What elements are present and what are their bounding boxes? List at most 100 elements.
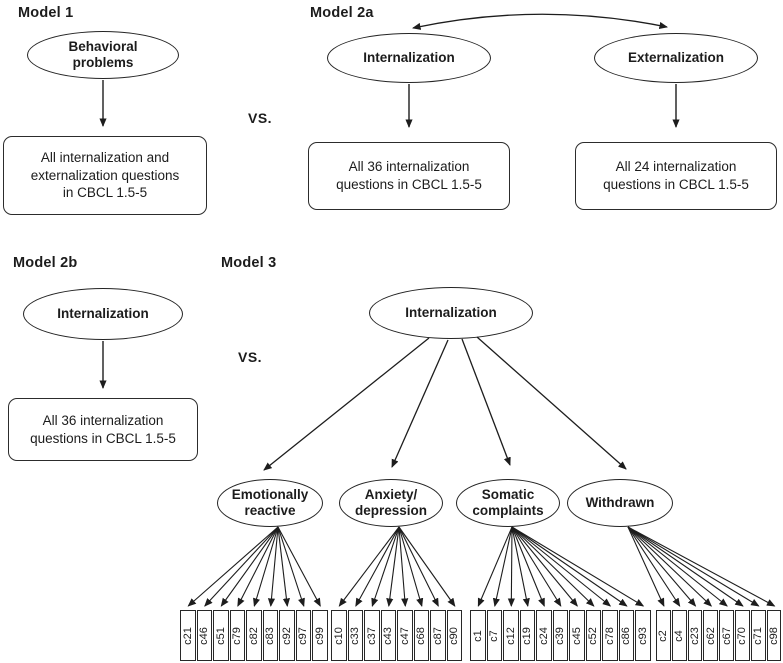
item-label: c1 xyxy=(471,629,484,642)
item-label: c90 xyxy=(448,626,461,645)
item-label: c12 xyxy=(504,626,517,645)
model3-factor-label: Internalization xyxy=(405,304,497,320)
loading-arrow xyxy=(277,526,321,607)
item-label: c87 xyxy=(431,626,444,645)
loading-arrow xyxy=(627,526,713,607)
item-label: c21 xyxy=(181,626,194,645)
item-label: c39 xyxy=(554,626,567,645)
loading-arrow xyxy=(511,526,545,607)
item-label: c23 xyxy=(688,626,701,645)
item-box: c67 xyxy=(719,610,734,661)
item-label: c47 xyxy=(398,626,411,645)
subfactor-label: Somatic complaints xyxy=(472,486,544,518)
item-box: c47 xyxy=(397,610,413,661)
item-box: c33 xyxy=(347,610,363,661)
model1-items-text: All internalization and externalization … xyxy=(30,149,180,201)
item-box: c71 xyxy=(750,610,766,661)
loading-arrow xyxy=(507,526,515,607)
model3-subfactor-emotionally-reactive-ellipse: Emotionally reactive xyxy=(217,479,323,527)
model3-arrow-withdrawn xyxy=(476,336,627,470)
item-box: c4 xyxy=(671,610,687,661)
item-label: c92 xyxy=(280,626,293,645)
item-label: c82 xyxy=(247,626,260,645)
item-box: c7 xyxy=(486,610,502,661)
item-box: c46 xyxy=(196,610,212,661)
item-box: c10 xyxy=(331,610,347,661)
loading-arrow xyxy=(204,526,279,607)
item-label: c24 xyxy=(537,626,550,645)
loading-arrow xyxy=(627,526,697,607)
loading-arrow xyxy=(253,526,279,607)
model2a-left-items-text: All 36 internalization questions in CBCL… xyxy=(336,159,482,192)
loading-arrow xyxy=(511,526,578,607)
loading-arrow xyxy=(187,526,279,607)
item-box: c98 xyxy=(766,610,782,661)
model3-arrow-anxiety-depression xyxy=(391,339,449,468)
model3-factor-ellipse: Internalization xyxy=(369,287,533,339)
loading-arrow xyxy=(386,526,400,607)
item-label: c62 xyxy=(704,626,717,645)
loading-arrow xyxy=(627,526,760,607)
loading-arrow xyxy=(627,526,776,607)
model3-subfactor-withdrawn-ellipse: Withdrawn xyxy=(567,479,673,527)
loading-arrow xyxy=(267,526,279,607)
loading-arrow xyxy=(398,526,409,607)
item-label: c33 xyxy=(349,626,362,645)
item-box: c37 xyxy=(364,610,380,661)
loading-arrow xyxy=(511,526,628,607)
model1-factor-ellipse: Behavioral problems xyxy=(27,31,179,79)
loading-arrow xyxy=(277,526,305,607)
model3-subfactor-anxiety-depression-ellipse: Anxiety/ depression xyxy=(339,479,443,527)
loading-arrow xyxy=(237,526,279,607)
model2a-title: Model 2a xyxy=(310,5,374,21)
vs-label-bottom: VS. xyxy=(238,349,263,365)
item-box: c21 xyxy=(180,610,196,661)
item-label: c2 xyxy=(657,629,670,642)
item-label: c93 xyxy=(636,626,649,645)
item-box: c86 xyxy=(618,610,634,661)
model2b-factor-label: Internalization xyxy=(57,305,149,321)
subfactor-label: Emotionally reactive xyxy=(231,486,309,518)
item-label: c86 xyxy=(620,626,633,645)
item-label: c70 xyxy=(736,626,749,645)
item-box: c78 xyxy=(602,610,618,661)
item-box: c23 xyxy=(687,610,703,661)
item-box: c62 xyxy=(703,610,719,661)
item-label: c99 xyxy=(313,626,326,645)
item-box: c24 xyxy=(536,610,552,661)
loading-arrow xyxy=(627,526,728,607)
item-label: c46 xyxy=(198,626,211,645)
item-box: c79 xyxy=(229,610,245,661)
item-box: c2 xyxy=(656,610,671,661)
loading-arrow xyxy=(398,526,456,607)
item-box: c93 xyxy=(635,610,651,661)
loading-arrow xyxy=(277,526,290,607)
item-label: c7 xyxy=(488,629,501,642)
item-label: c83 xyxy=(264,626,277,645)
item-box: c39 xyxy=(552,610,568,661)
item-box: c90 xyxy=(446,610,462,661)
loading-arrow xyxy=(627,526,681,607)
model3-arrow-somatic-complaints xyxy=(461,338,511,466)
item-label: c45 xyxy=(570,626,583,645)
model2a-left-items-box: All 36 internalization questions in CBCL… xyxy=(308,142,510,210)
model2a-externalization-label: Externalization xyxy=(627,49,725,65)
loading-arrow xyxy=(511,526,612,607)
model3-subfactor-somatic-complaints-ellipse: Somatic complaints xyxy=(456,479,560,527)
item-label: c4 xyxy=(673,629,686,642)
item-box: c45 xyxy=(569,610,585,661)
model2b-items-box: All 36 internalization questions in CBCL… xyxy=(8,398,198,461)
item-box: c97 xyxy=(295,610,311,661)
item-label: c19 xyxy=(521,626,534,645)
loading-arrow xyxy=(492,526,513,607)
loading-arrow xyxy=(371,526,400,607)
item-label: c68 xyxy=(415,626,428,645)
model3-title: Model 3 xyxy=(221,255,277,271)
item-label: c52 xyxy=(587,626,600,645)
item-label: c67 xyxy=(720,626,733,645)
loading-arrow xyxy=(511,526,530,607)
item-box: c68 xyxy=(413,610,429,661)
item-label: c98 xyxy=(767,626,780,645)
item-label: c10 xyxy=(332,626,345,645)
loading-arrow xyxy=(220,526,279,607)
